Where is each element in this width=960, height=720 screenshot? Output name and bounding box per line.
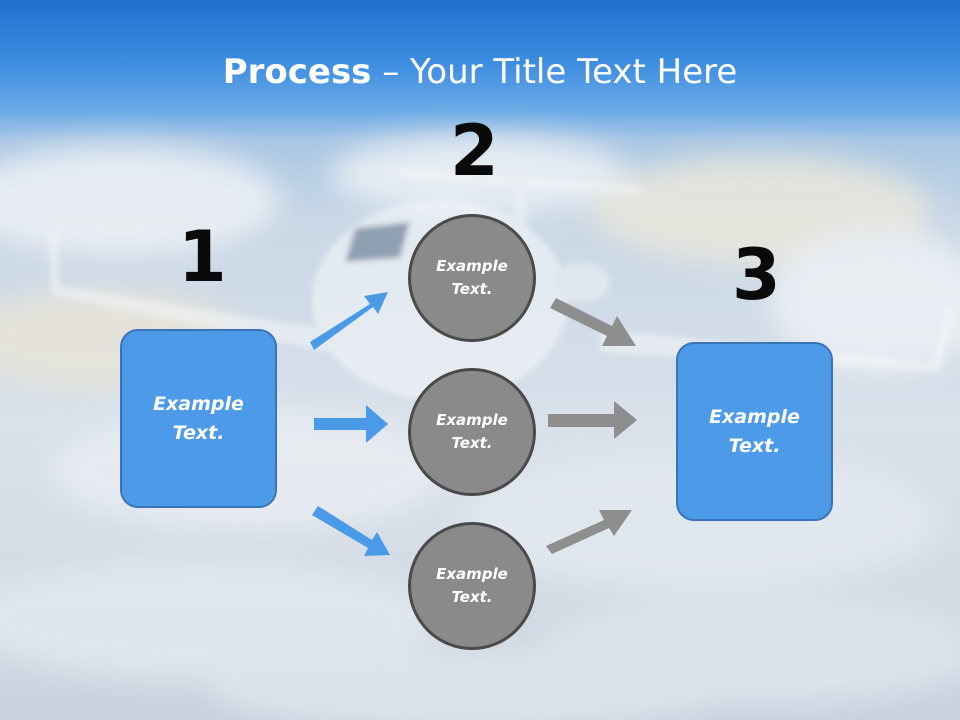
title-rest: – Your Title Text Here — [371, 52, 738, 92]
right-box: Example Text. — [676, 342, 833, 521]
gray-arrow-right — [548, 401, 637, 439]
blue-arrow-down — [312, 506, 390, 556]
circle-bottom: Example Text. — [408, 522, 536, 650]
title-bold: Process — [222, 52, 372, 92]
step-number-1: 1 — [178, 216, 227, 298]
blue-arrow-up — [310, 292, 388, 350]
circle-middle: Example Text. — [408, 368, 536, 496]
blue-arrow-right — [314, 405, 388, 443]
step-number-2: 2 — [450, 110, 499, 192]
circle-top: Example Text. — [408, 214, 536, 342]
gray-arrow-up — [546, 510, 632, 554]
gray-arrow-down — [550, 298, 636, 346]
left-box: Example Text. — [120, 329, 277, 508]
page-title: Process – Your Title Text Here — [0, 52, 960, 92]
step-number-3: 3 — [732, 234, 781, 316]
